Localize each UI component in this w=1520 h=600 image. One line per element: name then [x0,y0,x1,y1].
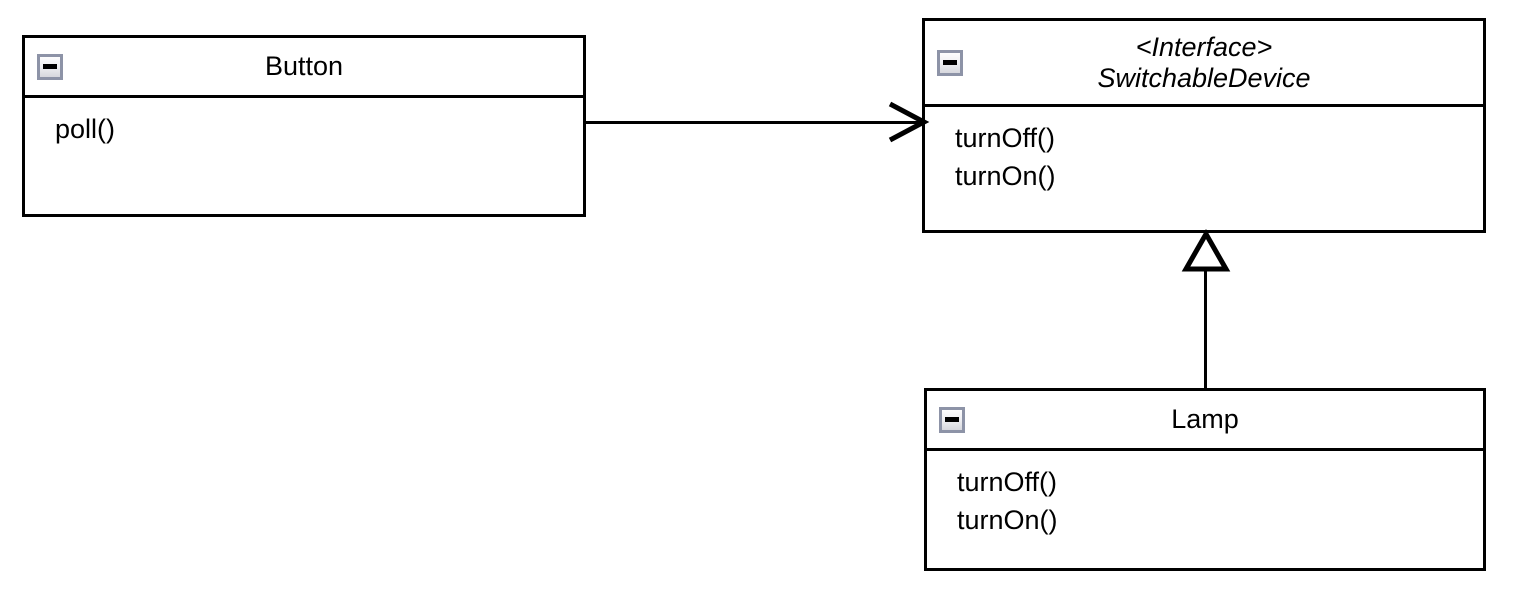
association-line-button-switchable-device [586,121,922,124]
minus-icon-bar [945,417,959,422]
minus-icon-bar [43,64,57,69]
class-header-lamp: Lamp [927,391,1483,451]
member-turnon: turnOn() [957,505,1058,536]
class-box-switchable-device[interactable]: <Interface> SwitchableDevice turnOff() t… [922,18,1486,233]
class-title-lamp: Lamp [1171,404,1239,435]
class-members-switchable-device: turnOff() turnOn() [925,107,1483,230]
hollow-triangle-icon [1181,228,1231,272]
class-title-button: Button [264,51,344,82]
class-box-lamp[interactable]: Lamp turnOff() turnOn() [924,388,1486,571]
member-poll: poll() [55,114,116,144]
class-header-button: Button [25,38,583,98]
class-members-lamp: turnOff() turnOn() [927,451,1483,568]
generalization-line-lamp-switchable-device [1204,268,1207,390]
minus-icon-bar [943,60,957,65]
minus-icon[interactable] [939,406,965,433]
class-members-button: poll() [25,98,583,214]
member-turnon: turnOn() [955,161,1056,192]
minus-icon[interactable] [937,49,963,76]
open-arrow-icon [888,101,930,143]
class-title-switchable-device: <Interface> SwitchableDevice [1097,32,1311,93]
member-turnoff: turnOff() [955,123,1056,153]
member-turnoff: turnOff() [957,467,1058,497]
class-header-switchable-device: <Interface> SwitchableDevice [925,21,1483,107]
minus-icon[interactable] [37,53,63,80]
class-box-button[interactable]: Button poll() [22,35,586,217]
